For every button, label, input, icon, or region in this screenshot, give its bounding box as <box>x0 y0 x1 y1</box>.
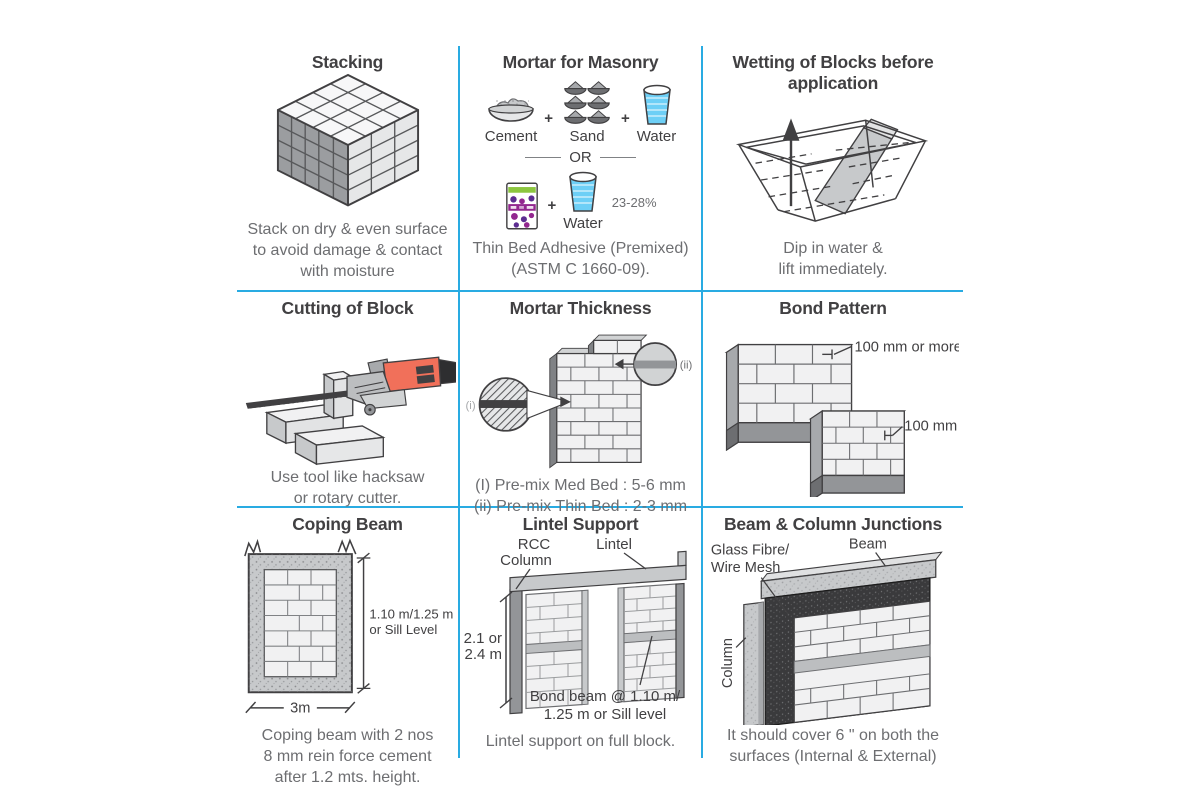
lintel-rcc-line1: RCC <box>518 536 551 553</box>
junction-mesh-line2: Wire Mesh <box>711 560 780 576</box>
panel-title: Mortar for Masonry <box>502 52 659 72</box>
rotary-cutter-illustration <box>245 356 456 466</box>
panel-coping: Coping Beam <box>237 508 460 786</box>
panel-title: Coping Beam <box>292 514 403 534</box>
water-percentage-label: 23-28% <box>611 195 657 210</box>
coping-graphic: 1.10 m/1.25 m or Sill Level 3m <box>239 535 456 725</box>
water-cup-icon <box>569 171 597 212</box>
panel-wetting: Wetting of Blocks before application <box>703 46 963 292</box>
bond-label-more: 100 mm or more <box>854 339 959 355</box>
panel-title: Bond Pattern <box>779 298 887 318</box>
lintel-height-line2: 2.4 m <box>464 646 502 663</box>
coping-dim-horizontal: 3m <box>290 701 310 717</box>
panel-stacking: Stacking Stack on dry & even surface to … <box>237 46 460 292</box>
sand-bowls-icon <box>564 81 610 124</box>
water-label: Water <box>563 215 603 232</box>
panel-caption: Dip in water & lift immediately. <box>778 240 888 278</box>
panel-grid: Stacking Stack on dry & even surface to … <box>237 46 963 786</box>
or-dash-left <box>525 157 562 158</box>
mortar-ingredients-row: Cement + <box>484 79 677 145</box>
lintel-height-line1: 2.1 or <box>464 630 502 647</box>
or-separator: OR <box>525 149 636 166</box>
block-stack-illustration <box>276 73 419 207</box>
thickness-i-label: (i) <box>466 400 476 412</box>
panel-caption: Use tool like hacksaw or rotary cutter. <box>270 469 425 507</box>
coping-beam-illustration: 1.10 m/1.25 m or Sill Level 3m <box>244 538 453 717</box>
beam-column-junction-illustration: Glass Fibre/ Wire Mesh Beam Column <box>711 537 943 725</box>
panel-bond: Bond Pattern 100 mm or mor <box>703 292 963 508</box>
panel-cutting: Cutting of Block <box>237 292 460 508</box>
bond-graphic: 100 mm or more 100 mm <box>705 319 961 502</box>
panel-thickness: Mortar Thickness <box>460 292 703 515</box>
or-label: OR <box>569 149 592 166</box>
panel-title: Beam & Column Junctions <box>723 514 943 534</box>
junction-column-label: Column <box>720 638 736 688</box>
bond-pattern-illustration: 100 mm or more 100 mm <box>724 339 959 497</box>
panel-caption: Coping beam with 2 nos 8 mm rein force c… <box>261 727 434 786</box>
wetting-graphic <box>705 94 961 238</box>
junction-graphic: Glass Fibre/ Wire Mesh Beam Column <box>705 535 961 725</box>
lintel-support-illustration: RCC Column Lintel 2.1 or 2.4 m Bond beam… <box>464 536 687 723</box>
sand-label: Sand <box>569 128 605 145</box>
cement-bowl-icon <box>488 98 534 122</box>
lintel-bondbeam-line2: 1.25 m or Sill level <box>544 706 667 723</box>
plus-icon: + <box>544 110 554 127</box>
lintel-label: Lintel <box>596 536 632 553</box>
plus-icon: + <box>547 197 557 214</box>
panel-caption: (I) Pre-mix Med Bed : 5-6 mm (ii) Pre-mi… <box>473 477 688 515</box>
panel-caption: Lintel support on full block. <box>485 733 676 750</box>
panel-mortar: Mortar for Masonry Cement + <box>460 46 703 292</box>
panel-lintel: Lintel Support <box>460 508 703 758</box>
thickness-graphic: (i) (ii) <box>462 319 699 475</box>
coping-dim-vertical-2: or Sill Level <box>369 622 437 637</box>
bond-label-100: 100 mm <box>904 418 957 434</box>
junction-beam-label: Beam <box>849 537 887 553</box>
adhesive-bag-icon <box>506 182 539 230</box>
plus-icon: + <box>621 110 630 127</box>
panel-title: Cutting of Block <box>281 298 414 318</box>
panel-caption: Thin Bed Adhesive (Premixed) (ASTM C 166… <box>472 240 689 278</box>
thickness-ii-label: (ii) <box>680 359 693 371</box>
dip-basket-illustration <box>735 118 929 222</box>
premix-row: + Water 23-28% <box>504 170 657 232</box>
water-cup-icon <box>642 84 671 125</box>
lintel-bondbeam-line1: Bond beam @ 1.10 m/ <box>530 688 681 705</box>
stacking-graphic <box>239 73 456 219</box>
mortar-thickness-illustration: (i) (ii) <box>466 334 693 469</box>
panel-title: Stacking <box>311 52 384 72</box>
panel-title: Wetting of Blocks before application <box>732 52 934 93</box>
panel-caption: It should cover 6 " on both the surfaces… <box>726 727 940 765</box>
mortar-graphic: Cement + <box>462 73 699 238</box>
water-label: Water <box>636 128 677 145</box>
coping-dim-vertical-1: 1.10 m/1.25 m <box>369 606 453 621</box>
lintel-rcc-line2: Column <box>500 552 552 569</box>
lintel-graphic: RCC Column Lintel 2.1 or 2.4 m Bond beam… <box>462 535 699 731</box>
cutting-graphic <box>239 319 456 467</box>
or-dash-right <box>599 157 636 158</box>
junction-mesh-line1: Glass Fibre/ <box>711 542 790 558</box>
cement-label: Cement <box>484 128 538 145</box>
panel-title: Lintel Support <box>522 514 639 534</box>
panel-junction: Beam & Column Junctions <box>703 508 963 765</box>
panel-title: Mortar Thickness <box>509 298 652 318</box>
panel-caption: Stack on dry & even surface to avoid dam… <box>247 221 448 280</box>
